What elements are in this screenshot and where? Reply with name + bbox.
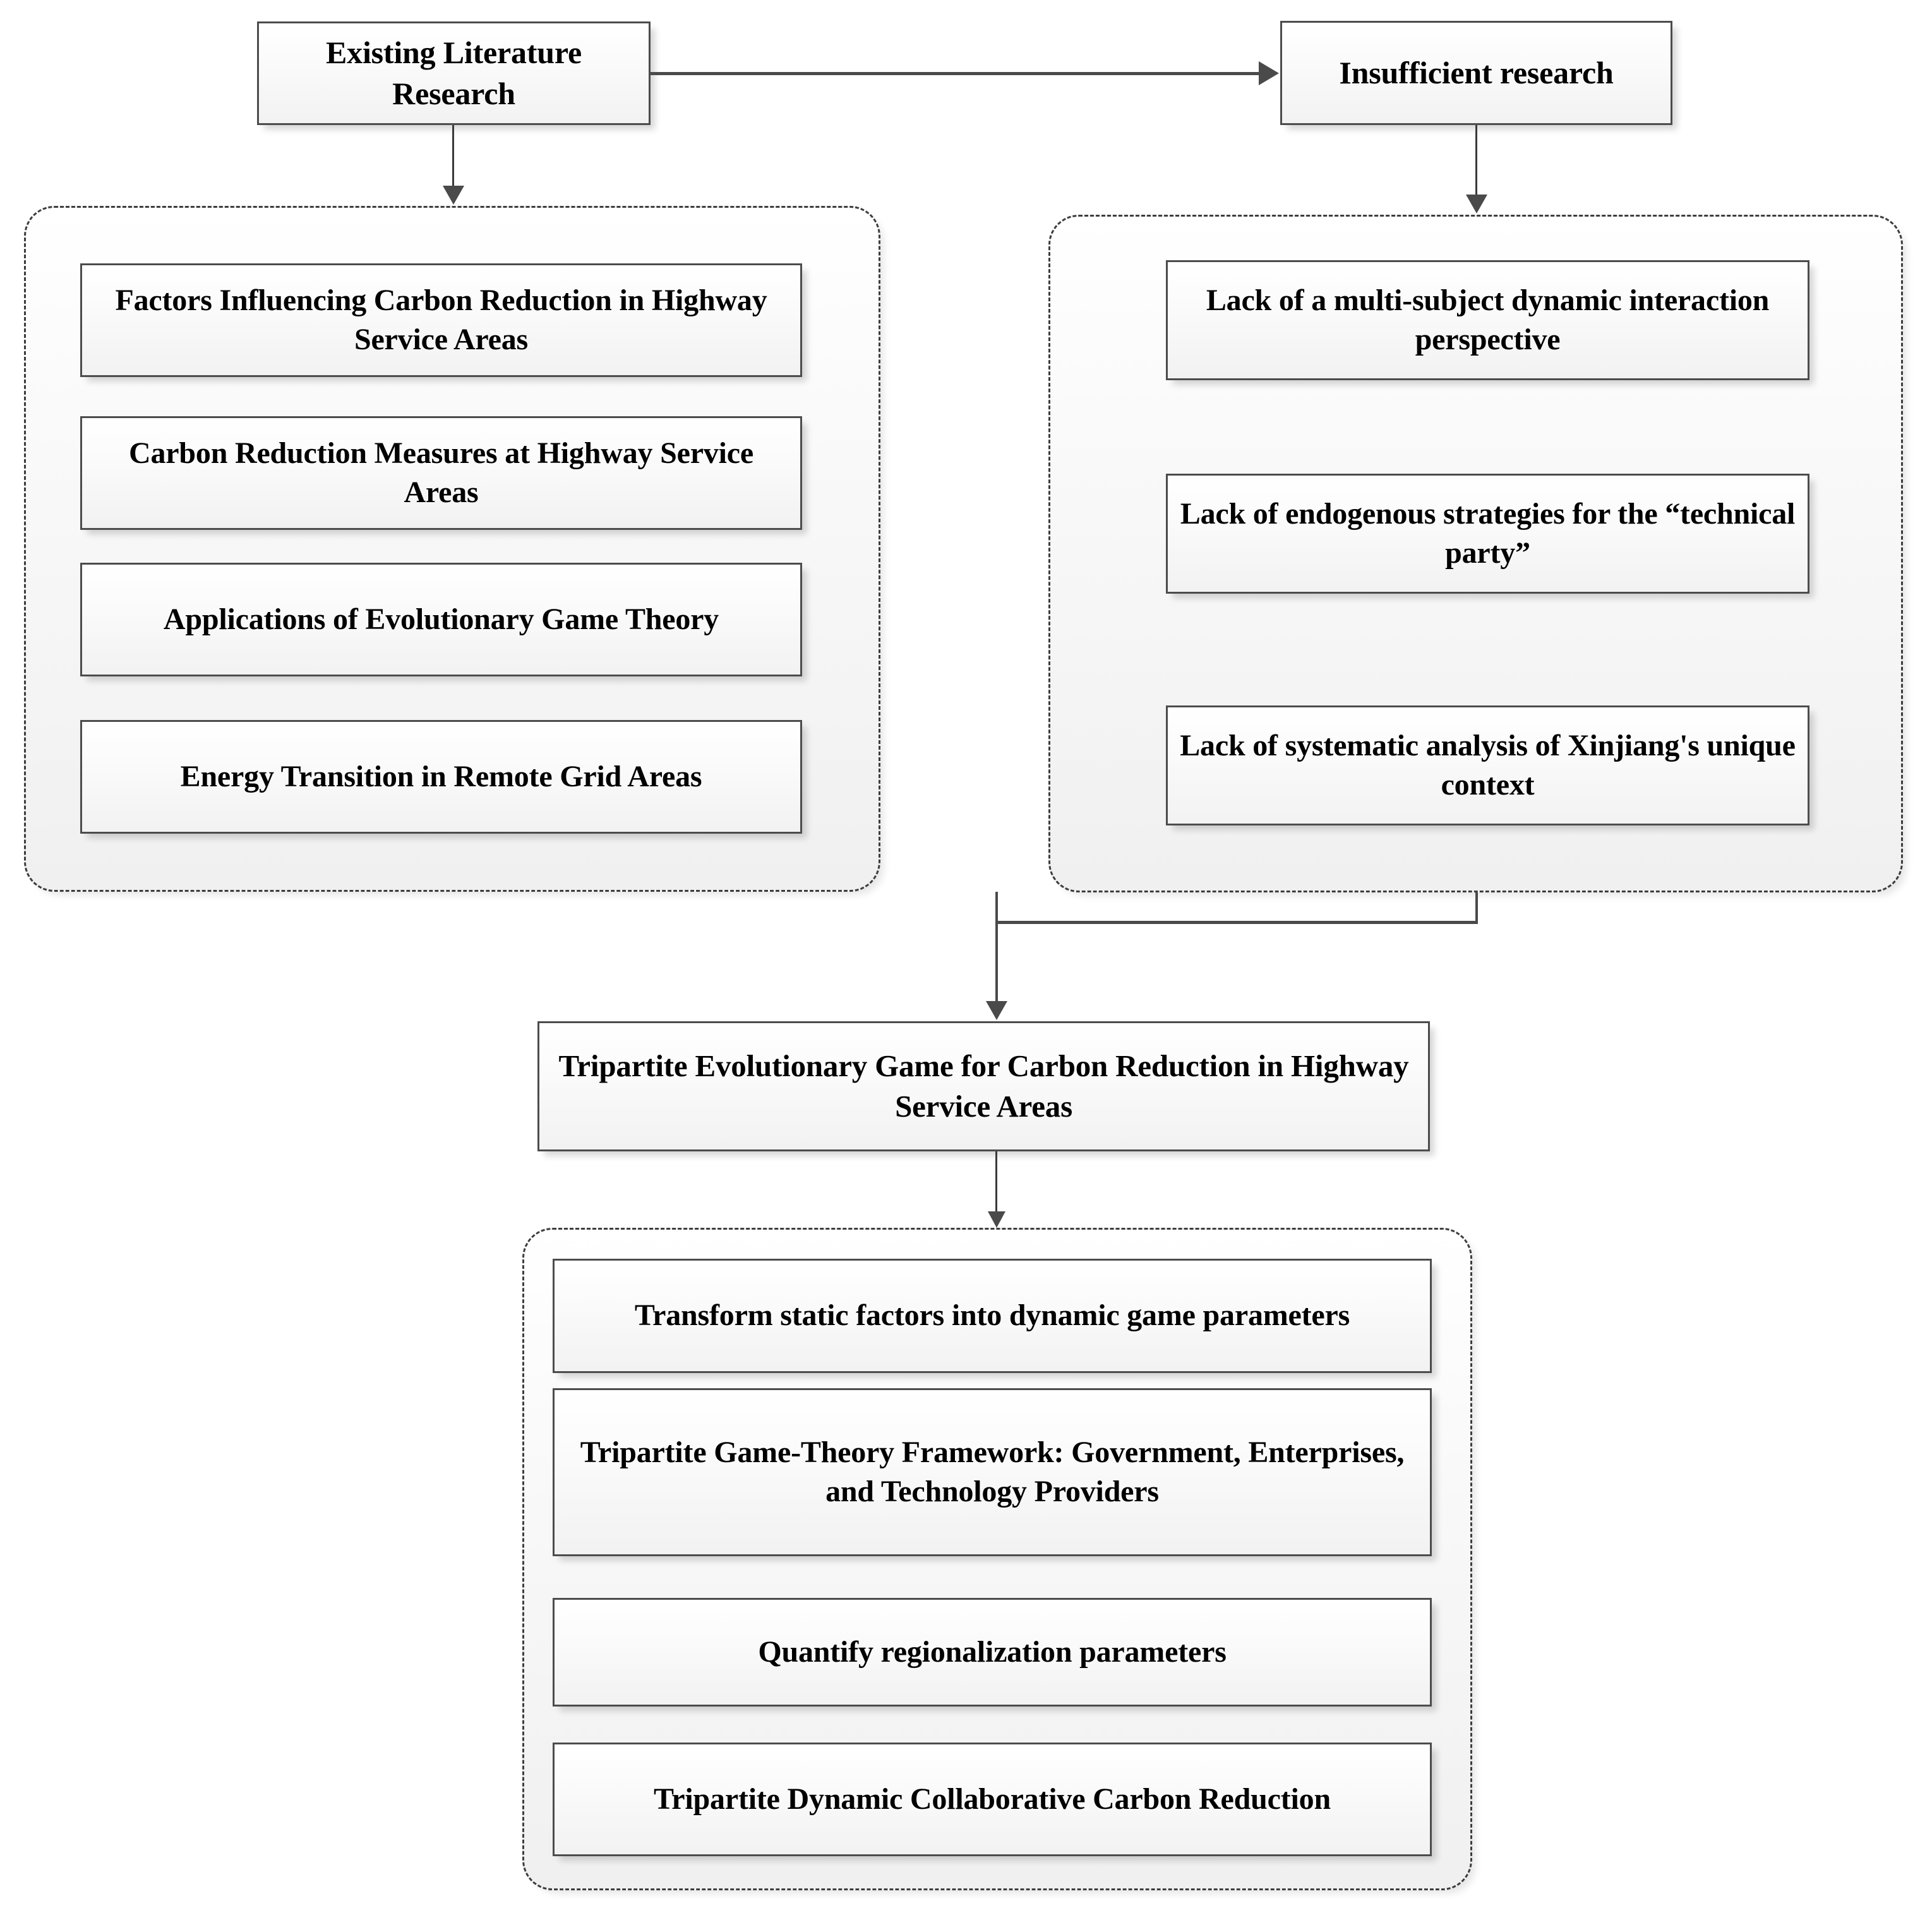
left-group-item-1[interactable]: Factors Influencing Carbon Reduction in … bbox=[80, 263, 802, 377]
right-group-item-1-label: Lack of a multi-subject dynamic interact… bbox=[1206, 283, 1770, 356]
connector-central-to-bottom-group bbox=[995, 1151, 997, 1213]
bottom-group-item-1-label: Transform static factors into dynamic ga… bbox=[634, 1299, 1350, 1333]
bottom-group-item-2-label: Tripartite Game-Theory Framework: Govern… bbox=[580, 1435, 1405, 1508]
bottom-group-item-2[interactable]: Tripartite Game-Theory Framework: Govern… bbox=[553, 1388, 1432, 1556]
bottom-group-item-4[interactable]: Tripartite Dynamic Collaborative Carbon … bbox=[553, 1743, 1432, 1856]
connector-merge-horizontal bbox=[995, 921, 1478, 924]
connector-literature-to-insufficient bbox=[651, 72, 1259, 75]
left-group-item-2[interactable]: Carbon Reduction Measures at Highway Ser… bbox=[80, 416, 802, 530]
left-group-item-4-label: Energy Transition in Remote Grid Areas bbox=[180, 759, 702, 793]
node-central-tripartite-game-label: Tripartite Evolutionary Game for Carbon … bbox=[558, 1048, 1409, 1124]
connector-insufficient-to-right-group bbox=[1475, 125, 1477, 196]
node-central-tripartite-game[interactable]: Tripartite Evolutionary Game for Carbon … bbox=[537, 1021, 1430, 1151]
left-group-item-2-label: Carbon Reduction Measures at Highway Ser… bbox=[129, 436, 753, 509]
right-group-item-2[interactable]: Lack of endogenous strategies for the “t… bbox=[1166, 474, 1809, 594]
arrowhead-down-bottom-group bbox=[988, 1211, 1005, 1228]
connector-merge-to-central bbox=[995, 921, 998, 1003]
connector-right-group-down bbox=[1475, 892, 1478, 923]
arrowhead-down-right-group bbox=[1466, 195, 1487, 213]
left-group-item-3-label: Applications of Evolutionary Game Theory bbox=[163, 602, 719, 636]
left-group-item-4[interactable]: Energy Transition in Remote Grid Areas bbox=[80, 720, 802, 834]
connector-literature-to-left-group bbox=[452, 125, 454, 187]
node-insufficient-research[interactable]: Insufficient research bbox=[1280, 21, 1672, 125]
left-group-item-1-label: Factors Influencing Carbon Reduction in … bbox=[115, 283, 767, 356]
bottom-group-item-4-label: Tripartite Dynamic Collaborative Carbon … bbox=[654, 1782, 1331, 1816]
node-existing-literature-research[interactable]: Existing Literature Research bbox=[257, 21, 651, 125]
right-group-item-2-label: Lack of endogenous strategies for the “t… bbox=[1180, 496, 1796, 570]
left-group-item-3[interactable]: Applications of Evolutionary Game Theory bbox=[80, 563, 802, 676]
node-insufficient-research-label: Insufficient research bbox=[1339, 55, 1614, 90]
connector-left-group-down bbox=[995, 892, 998, 923]
right-group-item-3[interactable]: Lack of systematic analysis of Xinjiang'… bbox=[1166, 705, 1809, 825]
arrowhead-down-central bbox=[986, 1001, 1007, 1020]
right-group-item-3-label: Lack of systematic analysis of Xinjiang'… bbox=[1180, 728, 1796, 801]
bottom-group-item-1[interactable]: Transform static factors into dynamic ga… bbox=[553, 1259, 1432, 1373]
arrowhead-down-left-group bbox=[443, 186, 464, 205]
node-existing-literature-research-label: Existing Literature Research bbox=[326, 35, 582, 111]
bottom-group-item-3[interactable]: Quantify regionalization parameters bbox=[553, 1598, 1432, 1707]
arrowhead-right-insufficient bbox=[1259, 61, 1279, 85]
right-group-item-1[interactable]: Lack of a multi-subject dynamic interact… bbox=[1166, 260, 1809, 380]
bottom-group-item-3-label: Quantify regionalization parameters bbox=[758, 1635, 1227, 1669]
